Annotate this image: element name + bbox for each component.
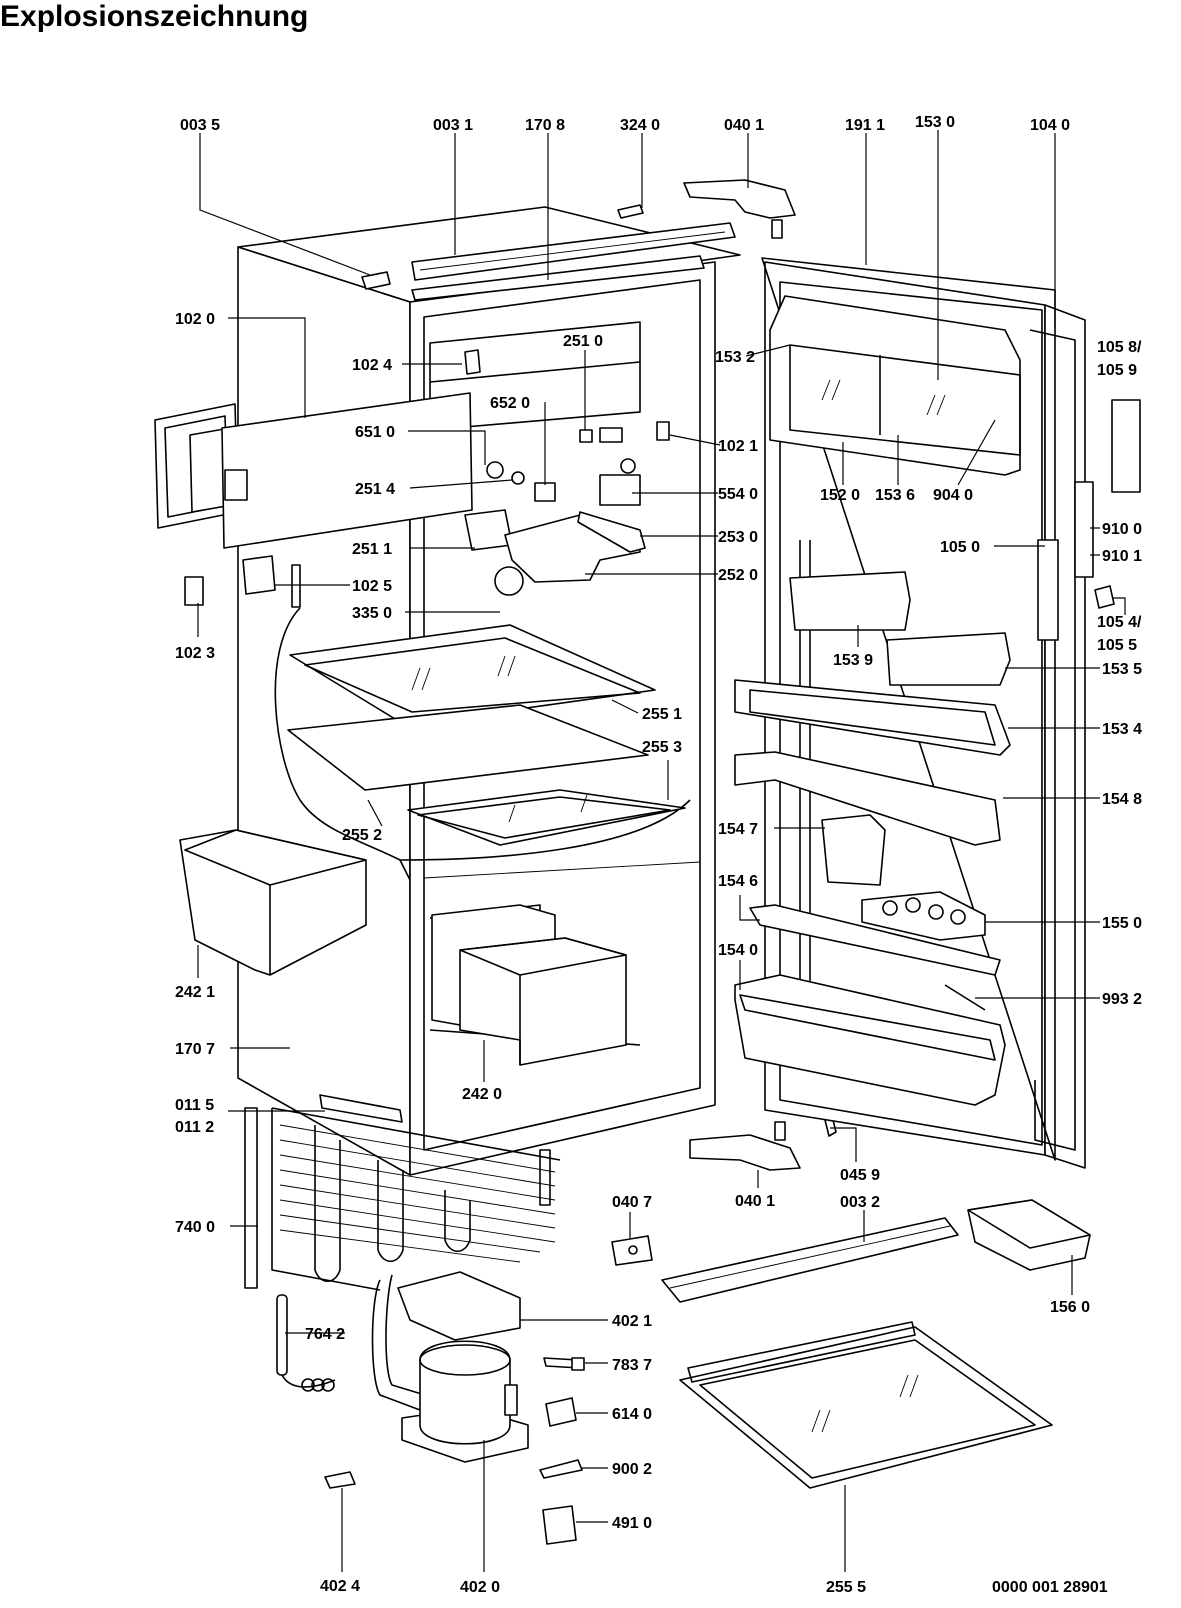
label-2514: 251 4 xyxy=(355,481,395,498)
label-1530: 153 0 xyxy=(915,114,955,131)
label-2553: 255 3 xyxy=(642,739,682,756)
door-right-small-parts xyxy=(1074,399,1141,609)
label-1059: 105 9 xyxy=(1097,362,1137,379)
label-1050: 105 0 xyxy=(940,539,980,556)
label-1040: 104 0 xyxy=(1030,117,1070,134)
label-4021: 402 1 xyxy=(612,1313,652,1330)
label-6140: 614 0 xyxy=(612,1406,652,1423)
label-4910: 491 0 xyxy=(612,1515,652,1532)
label-2520: 252 0 xyxy=(718,567,758,584)
label-1911: 191 1 xyxy=(845,117,885,134)
label-1560: 156 0 xyxy=(1050,1299,1090,1316)
label-0115: 011 5 xyxy=(175,1097,214,1114)
label-1547: 154 7 xyxy=(718,821,758,838)
label-9040: 904 0 xyxy=(933,487,973,504)
glass-shelves xyxy=(287,624,686,846)
label-2420: 242 0 xyxy=(462,1086,502,1103)
label-5540: 554 0 xyxy=(718,486,758,503)
crisper-drawers xyxy=(431,904,627,1066)
label-0035: 003 5 xyxy=(180,117,220,134)
cover-panel xyxy=(154,392,473,549)
label-2551: 255 1 xyxy=(642,706,682,723)
small-brackets-left xyxy=(184,555,301,608)
hinge-top xyxy=(683,179,796,239)
label-4024: 402 4 xyxy=(320,1578,360,1595)
label-1024: 102 4 xyxy=(352,357,392,374)
label-9101: 910 1 xyxy=(1102,548,1142,565)
bottom-glass-shelf xyxy=(679,1321,1053,1489)
label-6520: 652 0 xyxy=(490,395,530,412)
page-title: Explosionszeichnung xyxy=(0,0,309,33)
drawing-number: 0000 001 28901 xyxy=(992,1579,1108,1596)
label-0401-bot: 040 1 xyxy=(735,1193,775,1210)
part-labels: 003 5 003 1 170 8 324 0 040 1 191 1 153 … xyxy=(175,114,1142,1596)
label-1532: 153 2 xyxy=(715,349,755,366)
label-1548: 154 8 xyxy=(1102,791,1142,808)
base-trim xyxy=(661,1217,959,1303)
label-1054: 105 4/ xyxy=(1097,614,1142,631)
label-1058: 105 8/ xyxy=(1097,339,1142,356)
small-parts xyxy=(324,1115,837,1545)
label-1025: 102 5 xyxy=(352,578,392,595)
label-1520: 152 0 xyxy=(820,487,860,504)
label-3350: 335 0 xyxy=(352,605,392,622)
label-2555: 255 5 xyxy=(826,1579,866,1596)
door-bin-left xyxy=(179,829,367,976)
label-2510: 251 0 xyxy=(563,333,603,350)
leader-lines xyxy=(197,130,1126,1572)
label-1535: 153 5 xyxy=(1102,661,1142,678)
label-0407: 040 7 xyxy=(612,1194,652,1211)
label-0401-top: 040 1 xyxy=(724,117,764,134)
ice-tray xyxy=(967,1199,1091,1271)
compressor xyxy=(371,1271,529,1463)
bottom-bracket xyxy=(319,1094,403,1123)
label-0032: 003 2 xyxy=(840,1194,880,1211)
label-1707: 170 7 xyxy=(175,1041,215,1058)
label-7400: 740 0 xyxy=(175,1219,215,1236)
label-7837: 783 7 xyxy=(612,1357,652,1374)
label-1539: 153 9 xyxy=(833,652,873,669)
label-1020: 102 0 xyxy=(175,311,215,328)
label-0459: 045 9 xyxy=(840,1167,880,1184)
label-1536: 153 6 xyxy=(875,487,915,504)
label-1023: 102 3 xyxy=(175,645,215,662)
label-7642: 764 2 xyxy=(305,1326,345,1343)
label-6510: 651 0 xyxy=(355,424,395,441)
label-1021: 102 1 xyxy=(718,438,758,455)
label-2552: 255 2 xyxy=(342,827,382,844)
hinge-bottom xyxy=(689,1121,801,1171)
label-0031: 003 1 xyxy=(433,117,473,134)
label-3240: 324 0 xyxy=(620,117,660,134)
label-9932: 993 2 xyxy=(1102,991,1142,1008)
label-9002: 900 2 xyxy=(612,1461,652,1478)
capillary-sensor xyxy=(276,1294,336,1392)
label-2511: 251 1 xyxy=(352,541,392,558)
label-2530: 253 0 xyxy=(718,529,758,546)
label-1055: 105 5 xyxy=(1097,637,1137,654)
label-0112: 011 2 xyxy=(175,1119,214,1136)
label-4020: 402 0 xyxy=(460,1579,500,1596)
label-1534: 153 4 xyxy=(1102,721,1142,738)
label-1546: 154 6 xyxy=(718,873,758,890)
label-1550: 155 0 xyxy=(1102,915,1142,932)
label-1540: 154 0 xyxy=(718,942,758,959)
label-2421: 242 1 xyxy=(175,984,215,1001)
light-thermostat-assembly xyxy=(464,349,670,596)
label-9100: 910 0 xyxy=(1102,521,1142,538)
condenser-grid xyxy=(244,1107,561,1291)
top-trim-parts xyxy=(361,204,736,301)
label-1708: 170 8 xyxy=(525,117,565,134)
door-shelves xyxy=(734,295,1021,1106)
